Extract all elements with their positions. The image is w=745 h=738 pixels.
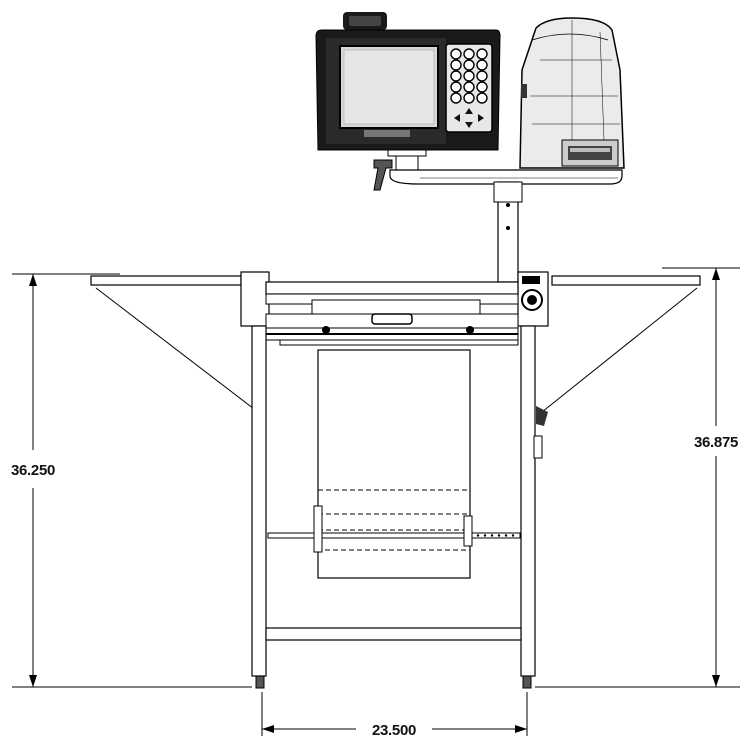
table-handle xyxy=(371,313,413,325)
dimension-bottom-width: 23.500 xyxy=(372,722,416,738)
left-wing-shelf xyxy=(90,275,242,286)
roll-spindle xyxy=(267,532,521,539)
keypad-key xyxy=(463,59,475,71)
keypad-key xyxy=(476,92,488,104)
keypad-arrows xyxy=(454,108,484,128)
keypad-key xyxy=(463,81,475,93)
spindle-hole xyxy=(504,534,508,537)
keypad-key xyxy=(463,70,475,82)
terminal-brand-plate xyxy=(364,130,410,137)
dimension-left-height: 36.250 xyxy=(11,462,55,479)
workstation-table xyxy=(90,271,701,689)
keypad-key xyxy=(463,92,475,104)
keypad-key xyxy=(450,92,462,104)
right-leg xyxy=(520,325,536,677)
keypad-key xyxy=(450,81,462,93)
keypad-key xyxy=(463,48,475,60)
keypad-key xyxy=(476,81,488,93)
keypad-key xyxy=(476,48,488,60)
terminal-lever xyxy=(373,159,393,191)
mount-shelf xyxy=(389,169,623,283)
left-leg xyxy=(251,325,267,677)
keypad-keys xyxy=(450,48,488,104)
printer-unit xyxy=(519,17,625,169)
spindle-hole xyxy=(476,534,480,537)
keypad-key xyxy=(450,70,462,82)
spindle-hole xyxy=(483,534,487,537)
spindle-hole xyxy=(497,534,501,537)
right-wing-shelf xyxy=(551,275,701,286)
bottom-crossbar xyxy=(265,627,522,641)
dimension-right-height: 36.875 xyxy=(694,434,738,451)
spindle-hole xyxy=(490,534,494,537)
keypad-key xyxy=(450,59,462,71)
keypad-key xyxy=(476,70,488,82)
keypad-key xyxy=(450,48,462,60)
dimension-lines xyxy=(12,267,740,736)
label-roll-paper xyxy=(317,349,471,579)
table-top-frame xyxy=(265,281,519,295)
keypad-key xyxy=(476,59,488,71)
spindle-hole xyxy=(511,534,515,537)
terminal-unit xyxy=(315,12,501,191)
